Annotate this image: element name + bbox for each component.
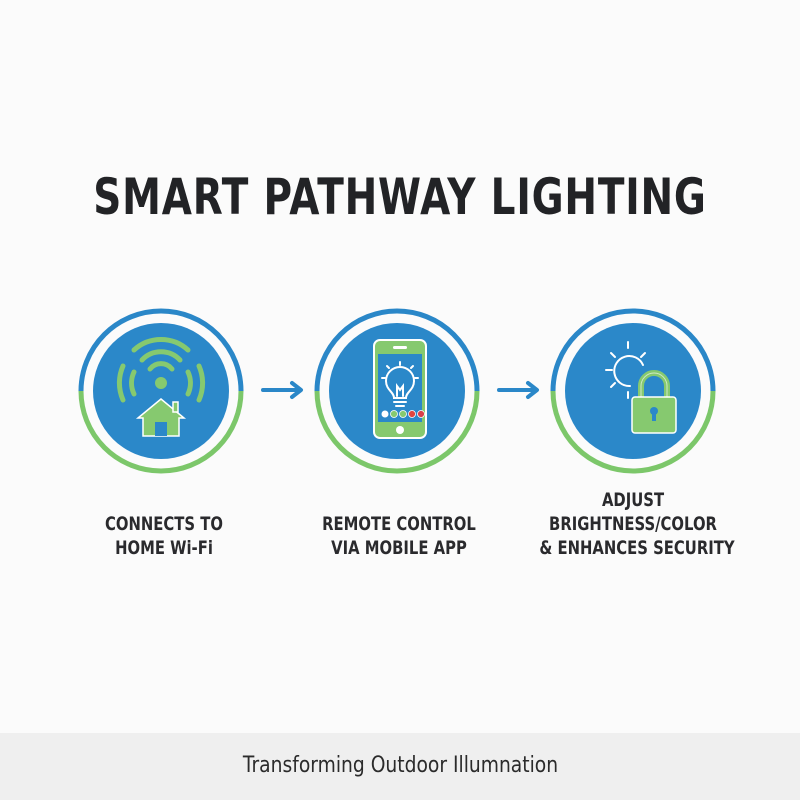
caption-line: BRIGHTNESS/COLOR xyxy=(549,513,717,535)
smartphone-bulb-icon xyxy=(314,308,480,474)
footer-tagline-text: Transforming Outdoor Illumnation xyxy=(242,753,558,778)
arrow-right-icon xyxy=(496,380,542,400)
step-caption-connect: CONNECTS TO HOME Wi-Fi xyxy=(44,512,284,560)
page-title: SMART PATHWAY LIGHTING xyxy=(93,168,707,226)
caption-line: ADJUST xyxy=(601,489,665,511)
footer-tagline: Transforming Outdoor Illumnation xyxy=(0,753,800,778)
caption-line: VIA MOBILE APP xyxy=(331,537,467,559)
step-mobile-app xyxy=(314,308,480,474)
caption-line: CONNECTS TO xyxy=(105,513,223,535)
step-connect-wifi xyxy=(78,308,244,474)
caption-line: REMOTE CONTROL xyxy=(322,513,476,535)
step-caption-mobile: REMOTE CONTROL VIA MOBILE APP xyxy=(279,512,519,560)
wifi-home-icon xyxy=(78,308,244,474)
step-brightness-security xyxy=(550,308,716,474)
arrow-right-icon xyxy=(260,380,306,400)
sun-lock-icon xyxy=(550,308,716,474)
step-caption-brightness: ADJUST BRIGHTNESS/COLOR & ENHANCES SECUR… xyxy=(513,488,753,560)
caption-line: & ENHANCES SECURITY xyxy=(539,537,735,559)
footer-band: Transforming Outdoor Illumnation xyxy=(0,733,800,800)
caption-line: HOME Wi-Fi xyxy=(115,537,213,559)
